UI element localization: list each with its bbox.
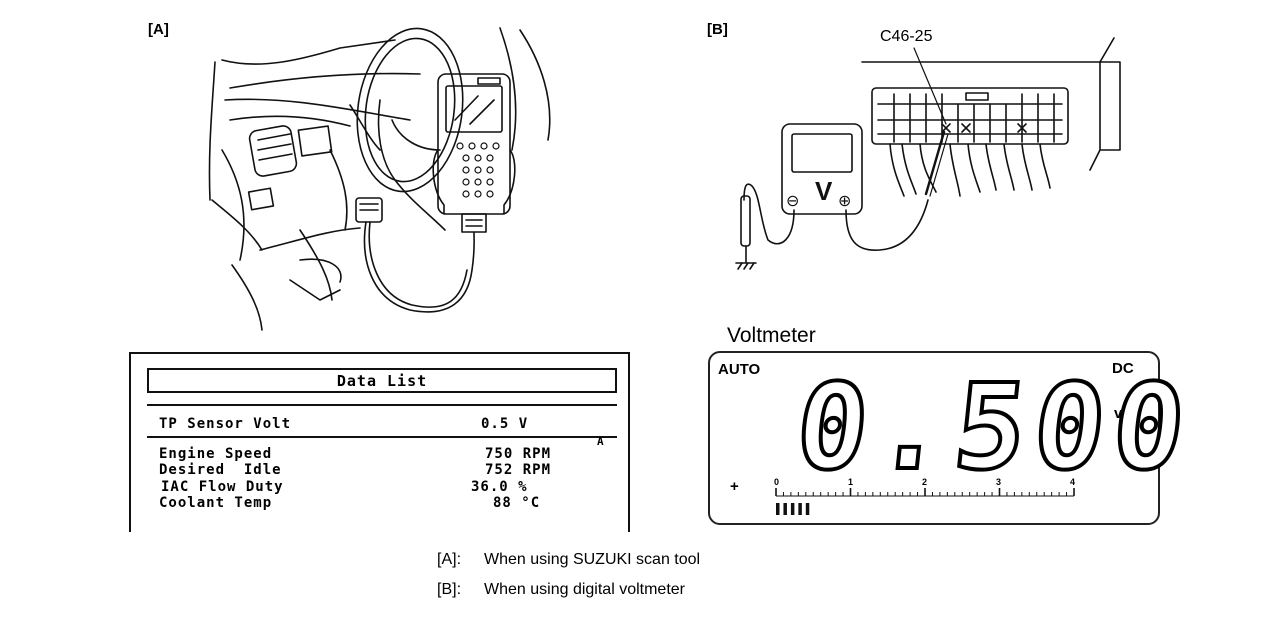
data-row-label: Coolant Temp [159,495,273,511]
scale-tick-label: 3 [996,477,1002,487]
scale-tick-label: 1 [848,477,854,487]
data-list-title: Data List [336,372,428,390]
caption-b-tag: [B]: [437,581,462,598]
caption-a-tag: [A]: [437,551,462,568]
scale-tick-label: 0 [774,477,780,487]
voltmeter-unit: v [1114,405,1123,422]
multimeter-probe-illustration [736,38,1120,269]
data-row-value: 750 RPM [485,446,552,462]
scale-tick-label: 4 [1070,477,1076,487]
data-row-label: Engine Speed [159,446,273,462]
panel-a-label: [A] [148,21,169,38]
voltmeter-polarity: + [730,478,739,495]
bargraph-segment [776,503,780,515]
data-list-marker: A [597,435,605,448]
bargraph-segment [798,503,802,515]
caption-b-text: When using digital voltmeter [484,581,685,598]
data-row-label: TP Sensor Volt [159,416,292,432]
data-row-label: IAC Flow Duty [161,479,284,495]
bargraph-segment [805,503,810,515]
bargraph-segment [790,503,795,515]
data-row-value: 752 RPM [485,462,552,478]
voltmeter-mode: AUTO [718,361,761,378]
divider [147,436,617,438]
data-row-label: Desired Idle [159,462,282,478]
meter-v-symbol: V [815,176,833,206]
data-row-value: 36.0 % [471,479,528,495]
connector-pin-label: C46-25 [880,28,933,45]
voltmeter-current-type: DC [1112,360,1134,377]
data-row-value: 0.5 V [481,416,529,432]
caption-a-text: When using SUZUKI scan tool [484,551,701,568]
meter-minus-terminal-icon: ⊖ [786,191,799,210]
meter-plus-terminal-icon: ⊕ [838,191,851,210]
scale-tick-label: 2 [922,477,928,487]
car-dashboard-illustration [209,22,549,330]
panel-b-label: [B] [707,21,728,38]
data-row-value: 88 °C [493,495,541,511]
scan-tool-keypad [457,143,499,197]
data-list-header: Data List [147,368,617,393]
voltmeter-bargraph [775,488,1075,515]
voltmeter-title: Voltmeter [727,324,816,347]
voltmeter-reading: 0.500 [788,356,1202,498]
bargraph-segment [783,503,787,515]
scan-tool-data-list: Data List TP Sensor Volt 0.5 V A Engine … [129,352,630,532]
divider [147,404,617,406]
voltmeter-display [708,351,1160,525]
